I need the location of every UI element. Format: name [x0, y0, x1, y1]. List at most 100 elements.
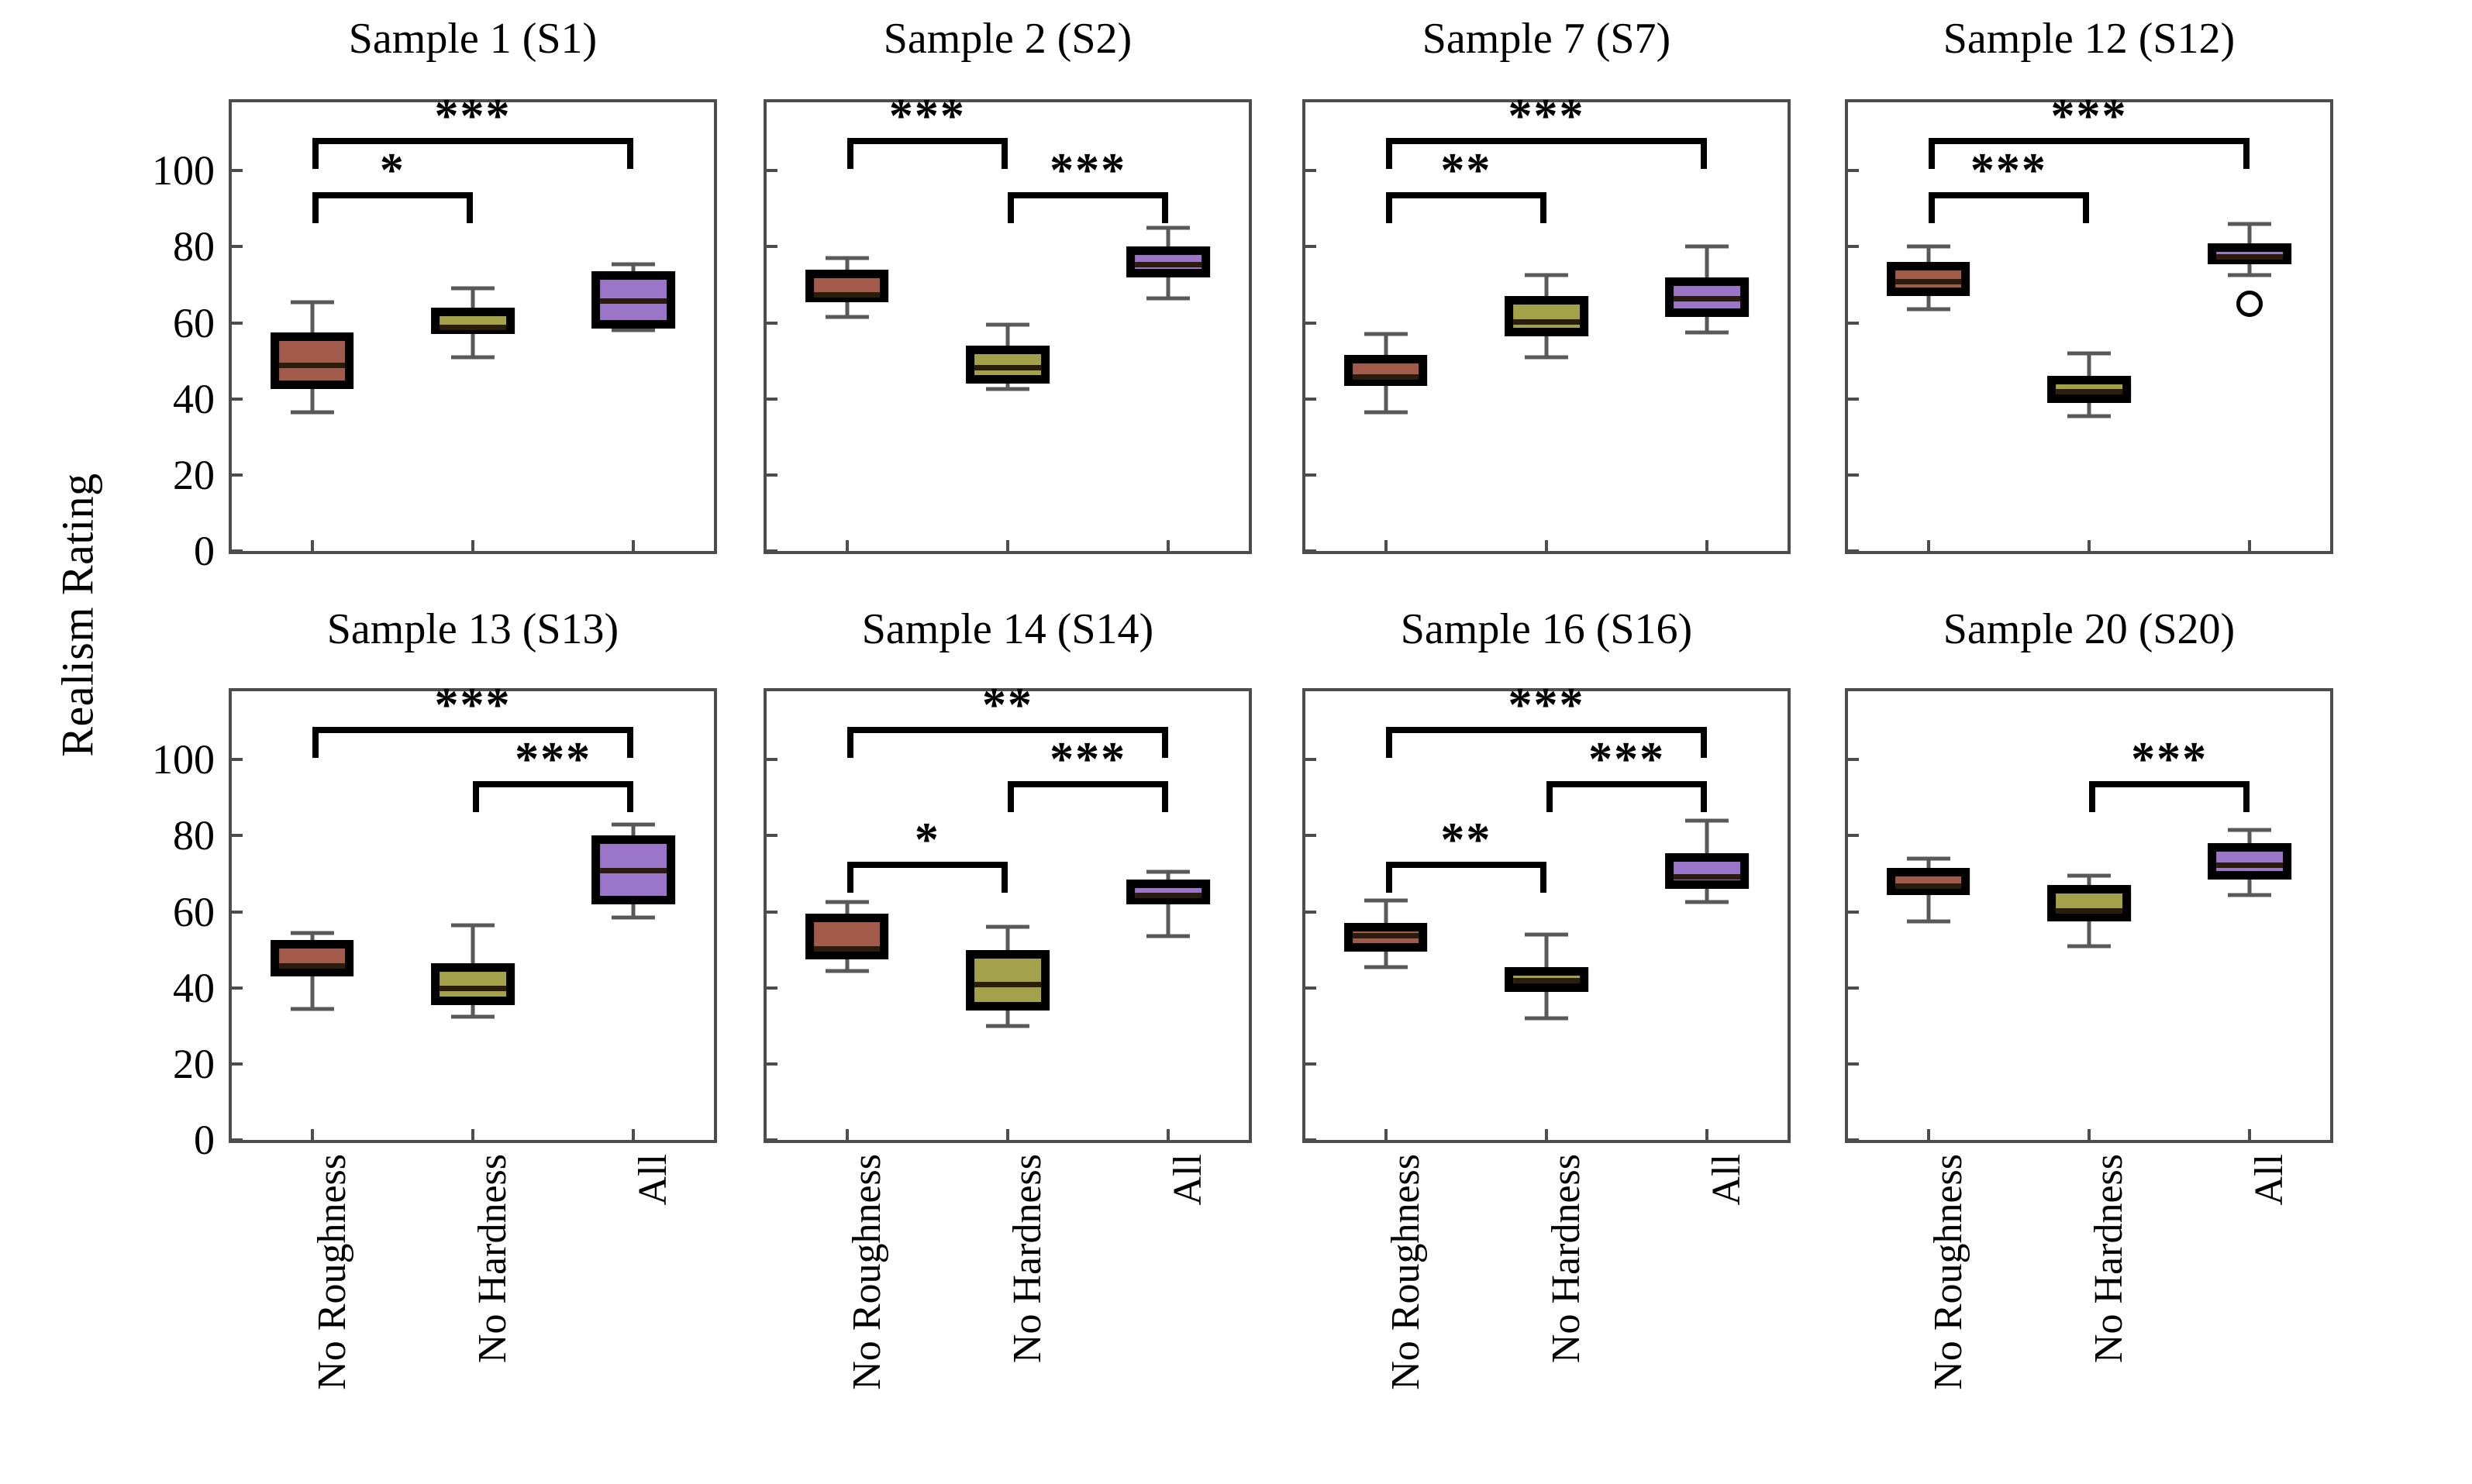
whisker-cap-lower: [2067, 944, 2112, 949]
median-line: [1352, 374, 1419, 380]
bracket-right-tick: [627, 727, 634, 759]
median-line: [813, 292, 881, 298]
y-tick-mark: [1848, 245, 1859, 249]
bracket-top-line: [846, 138, 1008, 145]
x-tick-mark: [632, 1129, 636, 1140]
bracket-top-line: [312, 727, 634, 734]
bracket-right-tick: [1162, 780, 1169, 812]
x-tick-mark: [632, 540, 636, 551]
whisker-cap-upper: [1524, 932, 1569, 937]
whisker-cap-lower: [2228, 893, 2272, 897]
whisker-cap-lower: [1364, 410, 1408, 415]
y-tick-mark: [1305, 1062, 1316, 1066]
significance-bracket: ***: [312, 93, 634, 170]
plot-axes: ******: [1845, 93, 2333, 554]
boxplot-no_hardness: [232, 691, 714, 1140]
plot-area: *****: [1305, 93, 1788, 553]
boxplot-no_hardness: [1848, 691, 2330, 1140]
y-tick-mark: [1848, 910, 1859, 914]
y-tick-mark: [767, 397, 777, 401]
boxplot-all: [1305, 102, 1788, 551]
median-line: [1674, 296, 1741, 302]
boxplot-no_roughness: [232, 102, 714, 551]
whisker-cap-lower: [2228, 273, 2272, 277]
y-tick-mark: [232, 169, 243, 173]
bracket-right-tick: [1701, 727, 1708, 759]
y-tick-mark: [1305, 245, 1316, 249]
whisker-cap-upper: [1524, 273, 1569, 277]
significance-bracket: ***: [1008, 735, 1169, 812]
whisker-cap-lower: [1685, 330, 1729, 335]
y-tick-mark: [1305, 1138, 1316, 1141]
box: [2208, 243, 2292, 264]
whisker-cap-upper: [2067, 873, 2112, 878]
bracket-left-tick: [1385, 191, 1392, 223]
box: [805, 914, 889, 959]
y-tick-label: 20: [173, 451, 215, 498]
y-tick-mark: [767, 473, 777, 477]
y-tick-label: 80: [173, 223, 215, 270]
boxplot-all: [1848, 102, 2330, 551]
bracket-left-tick: [1546, 780, 1553, 812]
y-tick-mark: [1305, 758, 1316, 762]
x-tick-label-all: All: [631, 1154, 676, 1206]
whisker-cap-lower: [450, 1014, 495, 1019]
box: [270, 940, 354, 976]
panel-4: Sample 12 (S12)******: [1845, 14, 2333, 895]
whisker-cap-upper: [825, 900, 869, 904]
y-tick-mark: [232, 986, 243, 990]
median-line: [974, 982, 1041, 988]
whisker-cap-upper: [1685, 818, 1729, 823]
y-axis-label: Realism Rating: [52, 473, 103, 757]
x-tick-label-no-roughness: No Roughness: [1926, 1154, 1970, 1390]
bracket-right-tick: [1701, 138, 1708, 170]
bracket-top-line: [1385, 138, 1708, 145]
bracket-left-tick: [1008, 191, 1014, 223]
boxplot-all: [1848, 691, 2330, 1140]
x-tick-mark: [471, 1129, 474, 1140]
y-tick-mark: [1848, 1062, 1859, 1066]
significance-bracket: ***: [1385, 93, 1708, 170]
bracket-left-tick: [1385, 138, 1392, 170]
outlier-point: [2236, 291, 2263, 318]
whisker-cap-lower: [450, 355, 495, 360]
y-tick-label: 100: [152, 736, 215, 783]
bracket-left-tick: [846, 727, 853, 759]
bracket-top-line: [1385, 862, 1546, 869]
median-line: [974, 364, 1041, 370]
significance-bracket: ***: [473, 735, 634, 812]
whisker-cap-upper: [1685, 244, 1729, 249]
bracket-right-tick: [1001, 138, 1008, 170]
x-tick-mark: [2088, 540, 2091, 551]
significance-label: ***: [515, 732, 592, 786]
y-tick-mark: [1848, 549, 1859, 553]
y-tick-label: 40: [173, 375, 215, 422]
significance-label: ***: [1050, 732, 1127, 786]
plot-area: ******: [767, 93, 1249, 553]
whisker-cap-upper: [2228, 828, 2272, 832]
x-tick-mark: [845, 1129, 849, 1140]
whisker-cap-lower: [290, 410, 334, 415]
y-tick-mark: [1305, 549, 1316, 553]
y-tick-mark: [232, 1062, 243, 1066]
median-line: [1135, 262, 1202, 268]
y-tick-mark: [1848, 169, 1859, 173]
y-tick-mark: [1848, 834, 1859, 838]
y-tick-mark: [232, 1138, 243, 1141]
whisker-cap-lower: [2067, 414, 2112, 418]
boxplot-no_roughness: [1848, 102, 2330, 551]
x-tick-label-no-hardness: No Hardness: [1005, 1154, 1050, 1364]
significance-label: *: [914, 814, 940, 867]
boxplot-all: [767, 691, 1249, 1140]
x-tick-mark: [310, 540, 314, 551]
significance-bracket: ***: [1546, 735, 1708, 812]
whisker-cap-upper: [1906, 856, 1950, 861]
y-tick-mark: [767, 758, 777, 762]
median-line: [600, 298, 667, 304]
